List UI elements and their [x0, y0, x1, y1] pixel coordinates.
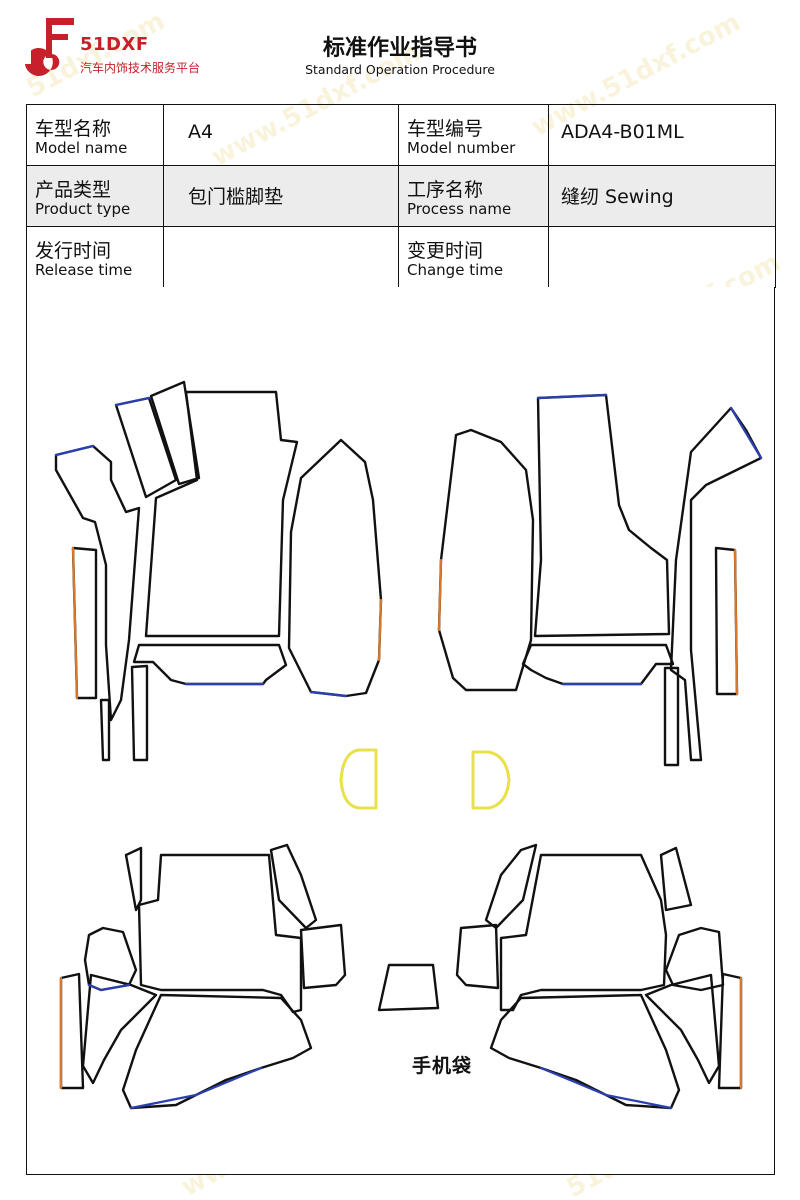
pattern-piece	[437, 428, 535, 692]
pattern-piece	[659, 846, 693, 912]
model-number-value: ADA4-B01ML	[561, 121, 684, 143]
document-title: 标准作业指导书	[322, 36, 477, 61]
model-name-value: A4	[188, 121, 214, 143]
pattern-edge	[114, 396, 151, 407]
pattern-piece	[124, 846, 143, 912]
pattern-edge	[539, 1066, 673, 1110]
pattern-piece	[455, 923, 500, 990]
pattern-diagram: 手机袋	[26, 287, 775, 1175]
brand-subtitle: 汽车内饰技术服务平台	[80, 61, 201, 75]
pattern-edge	[729, 406, 763, 460]
value-cell: ADA4-B01ML	[548, 104, 776, 166]
model-number-label-zh: 车型编号	[407, 118, 484, 140]
value-cell	[163, 226, 399, 288]
pattern-piece	[149, 380, 201, 486]
brand-name: 51DXF	[80, 34, 149, 55]
model-number-label-en: Model number	[407, 139, 516, 157]
pattern-piece	[714, 546, 739, 696]
pattern-piece	[132, 643, 288, 686]
release-time-label-en: Release time	[35, 261, 133, 279]
pattern-piece	[644, 973, 721, 1085]
phone-pocket-piece	[471, 750, 511, 810]
label-cell: 工序名称 Process name	[398, 165, 549, 227]
pattern-edge	[437, 558, 443, 632]
pattern-edge	[129, 1066, 263, 1110]
pattern-piece	[489, 993, 681, 1110]
product-type-label-zh: 产品类型	[35, 179, 112, 201]
pattern-edge	[536, 393, 608, 400]
label-cell: 发行时间 Release time	[26, 226, 164, 288]
pattern-piece	[130, 664, 149, 762]
pattern-edge	[54, 444, 95, 457]
product-type-value: 包门槛脚垫	[188, 186, 284, 208]
model-name-label-en: Model name	[35, 139, 128, 157]
pattern-piece	[717, 972, 743, 1090]
release-time-label-zh: 发行时间	[35, 240, 112, 262]
process-name-label-zh: 工序名称	[407, 179, 484, 201]
pattern-piece	[121, 993, 313, 1110]
pattern-edge	[377, 598, 383, 662]
pattern-piece	[499, 853, 668, 1012]
phone-pocket-label: 手机袋	[412, 1055, 473, 1077]
value-cell: 包门槛脚垫	[163, 165, 399, 227]
change-time-label-zh: 变更时间	[407, 240, 484, 262]
label-cell: 变更时间 Change time	[398, 226, 549, 288]
label-cell: 产品类型 Product type	[26, 165, 164, 227]
info-table: 车型名称 Model name A4 车型编号 Model number ADA…	[26, 104, 776, 288]
pattern-piece	[287, 438, 383, 698]
change-time-label-en: Change time	[407, 261, 504, 279]
pattern-piece	[533, 393, 671, 638]
pattern-piece	[377, 963, 440, 1012]
info-row-time: 发行时间 Release time 变更时间 Change time	[26, 226, 776, 288]
info-row-product: 产品类型 Product type 包门槛脚垫 工序名称 Process nam…	[26, 165, 776, 227]
value-cell: A4	[163, 104, 399, 166]
pattern-piece	[663, 666, 680, 767]
model-name-label-zh: 车型名称	[35, 118, 112, 140]
process-name-value: 缝纫 Sewing	[561, 186, 674, 208]
pattern-piece	[269, 843, 318, 930]
pattern-piece	[59, 972, 85, 1090]
pattern-piece	[521, 643, 675, 686]
pattern-piece	[54, 444, 141, 722]
process-name-label-en: Process name	[407, 200, 512, 218]
pattern-piece	[99, 698, 111, 762]
product-type-label-en: Product type	[35, 200, 131, 218]
pattern-piece	[664, 926, 725, 992]
document-subtitle: Standard Operation Procedure	[305, 62, 495, 77]
pattern-edge	[309, 690, 348, 698]
page-header: 51DXF 汽车内饰技术服务平台 标准作业指导书 Standard Operat…	[0, 0, 800, 100]
pattern-edge	[71, 546, 79, 700]
pattern-piece	[81, 973, 158, 1085]
pattern-edge	[87, 983, 131, 992]
pattern-piece	[299, 923, 347, 990]
phone-pocket-piece	[339, 748, 378, 810]
pattern-piece	[669, 406, 763, 762]
pattern-edge	[733, 548, 739, 696]
value-cell: 缝纫 Sewing	[548, 165, 776, 227]
51dxf-logo-icon	[23, 18, 74, 76]
pattern-piece	[144, 390, 299, 638]
